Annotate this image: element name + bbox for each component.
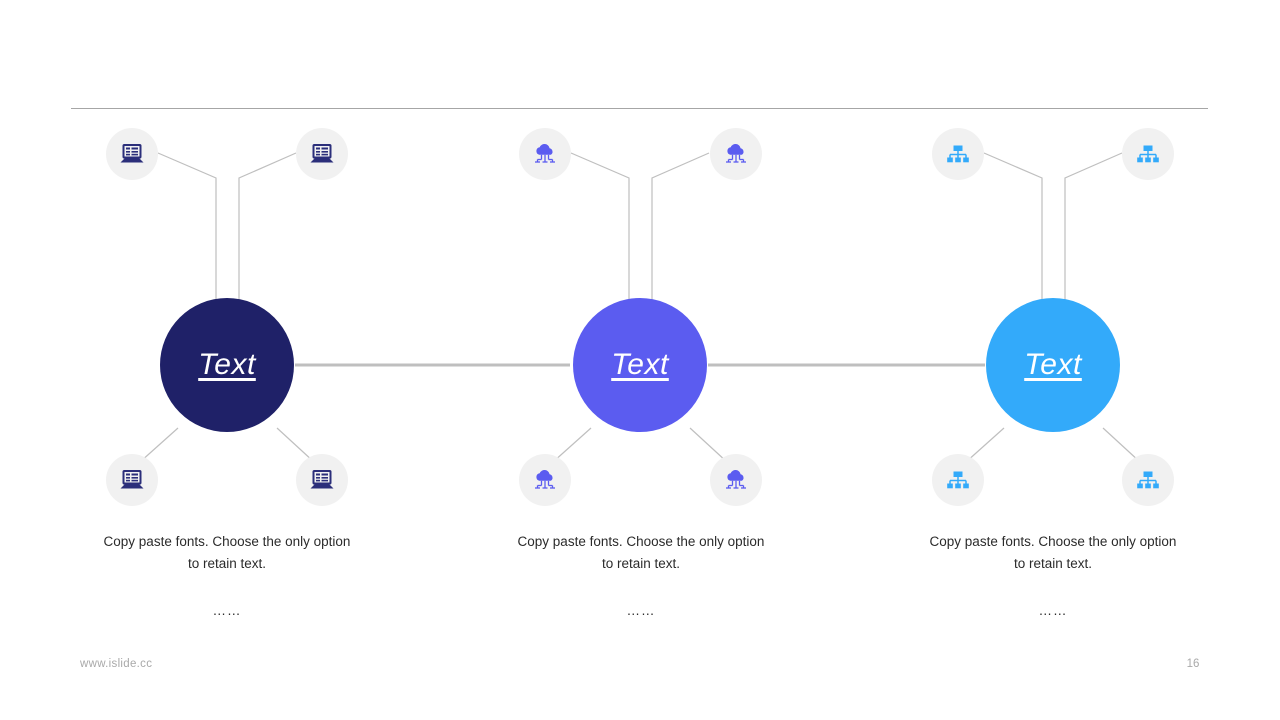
hierarchy-icon [1135, 467, 1161, 493]
hub-label-g2: Text [611, 348, 669, 381]
connector-g1-top-right [238, 152, 297, 300]
connector-g3-top-left [983, 152, 1043, 300]
caption-g3: Copy paste fonts. Choose the only option… [929, 534, 1177, 571]
connector-g3-bottom-left [965, 427, 1005, 463]
hub-circle-g3[interactable]: Text [986, 298, 1120, 432]
connector-g1-top-left [157, 152, 217, 300]
caption-g1: Copy paste fonts. Choose the only option… [103, 534, 351, 571]
leaf-node-g1-bottom-left[interactable] [106, 454, 158, 506]
hub-circle-g1[interactable]: Text [160, 298, 294, 432]
footer-url[interactable]: www.islide.cc [80, 658, 153, 670]
cloud-network-icon [723, 467, 749, 493]
leaf-node-g2-top-left[interactable] [519, 128, 571, 180]
page-number: 16 [1186, 658, 1200, 670]
cloud-network-icon [532, 141, 558, 167]
leaf-node-g2-bottom-left[interactable] [519, 454, 571, 506]
hierarchy-icon [945, 467, 971, 493]
ellipsis-g2: …… [626, 603, 656, 618]
header-divider [71, 108, 1208, 109]
leaf-node-g3-bottom-left[interactable] [932, 454, 984, 506]
leaf-node-g3-bottom-right[interactable] [1122, 454, 1174, 506]
leaf-node-g1-top-left[interactable] [106, 128, 158, 180]
hub-label-g1: Text [198, 348, 256, 381]
leaf-node-g2-bottom-right[interactable] [710, 454, 762, 506]
ellipsis-g3: …… [1038, 603, 1068, 618]
caption-g2: Copy paste fonts. Choose the only option… [517, 534, 765, 571]
connector-g2-bottom-left [552, 427, 592, 463]
hub-circle-g2[interactable]: Text [573, 298, 707, 432]
connector-g3-top-right [1064, 152, 1123, 300]
leaf-node-g1-top-right[interactable] [296, 128, 348, 180]
hierarchy-icon [945, 141, 971, 167]
laptop-icon [119, 467, 145, 493]
laptop-icon [309, 467, 335, 493]
connector-g2-top-left [570, 152, 630, 300]
cloud-network-icon [723, 141, 749, 167]
leaf-node-g2-top-right[interactable] [710, 128, 762, 180]
cloud-network-icon [532, 467, 558, 493]
leaf-node-g3-top-left[interactable] [932, 128, 984, 180]
ellipsis-g1: …… [212, 603, 242, 618]
hierarchy-icon [1135, 141, 1161, 167]
laptop-icon [119, 141, 145, 167]
leaf-node-g1-bottom-right[interactable] [296, 454, 348, 506]
connector-g2-top-right [651, 152, 710, 300]
laptop-icon [309, 141, 335, 167]
hub-label-g3: Text [1024, 348, 1082, 381]
leaf-node-g3-top-right[interactable] [1122, 128, 1174, 180]
connector-g1-bottom-left [139, 427, 179, 463]
